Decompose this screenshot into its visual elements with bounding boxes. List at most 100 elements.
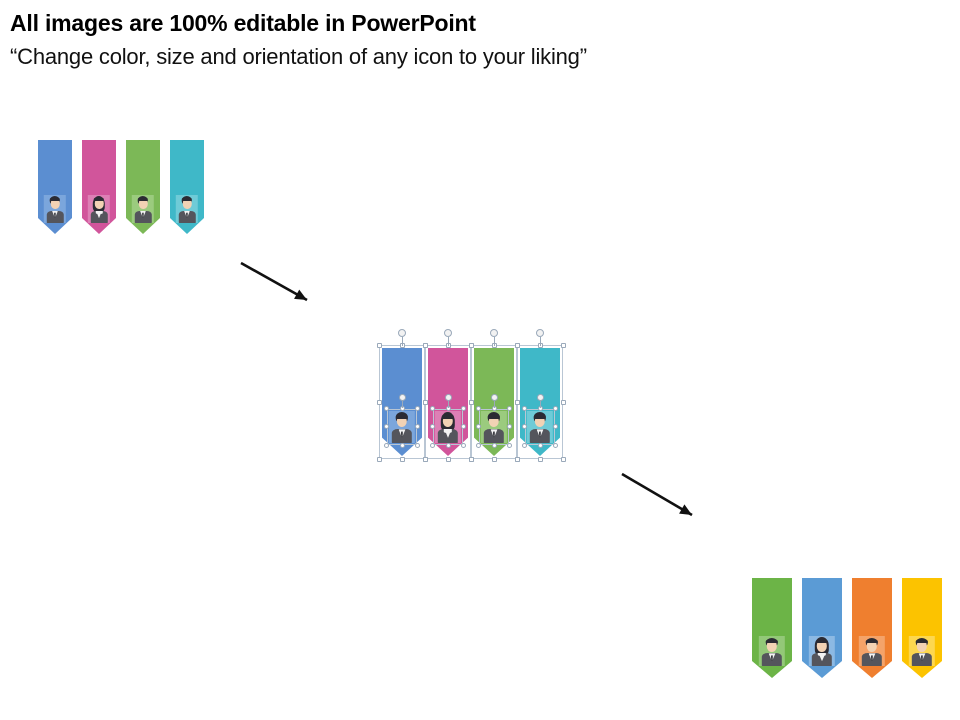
banner-ribbon[interactable]	[422, 329, 474, 462]
avatar-tile[interactable]	[480, 410, 508, 444]
avatar-head	[50, 197, 60, 210]
resize-handle[interactable]	[468, 456, 474, 462]
male-avatar	[481, 411, 507, 443]
page-title: All images are 100% editable in PowerPoi…	[10, 10, 476, 36]
male-avatar	[859, 636, 885, 666]
avatar-resize-handle[interactable]	[537, 442, 543, 448]
avatar-rotation-handle[interactable]	[398, 393, 406, 401]
avatar-tile[interactable]	[175, 194, 199, 223]
avatar-resize-handle[interactable]	[522, 442, 528, 448]
resize-handle[interactable]	[376, 399, 382, 405]
avatar-tile[interactable]	[434, 410, 462, 444]
avatar-fringe	[488, 413, 500, 419]
resize-handle[interactable]	[514, 399, 520, 405]
resize-handle[interactable]	[514, 456, 520, 462]
rotation-handle[interactable]	[444, 329, 452, 337]
rotation-handle[interactable]	[398, 329, 406, 337]
avatar-head	[534, 414, 546, 428]
avatar-head	[488, 414, 500, 428]
avatar-resize-handle[interactable]	[460, 424, 466, 430]
avatar-resize-handle[interactable]	[552, 442, 558, 448]
avatar-resize-handle[interactable]	[384, 424, 390, 430]
male-avatar	[389, 411, 415, 443]
avatar-resize-handle[interactable]	[506, 406, 512, 412]
resize-handle[interactable]	[514, 342, 520, 348]
avatar-rotation-handle[interactable]	[536, 393, 544, 401]
avatar-fringe	[916, 639, 928, 644]
avatar-tile[interactable]	[908, 636, 936, 666]
avatar-tie	[770, 654, 774, 661]
resize-handle[interactable]	[468, 399, 474, 405]
avatar-rotation-handle[interactable]	[444, 393, 452, 401]
resize-handle[interactable]	[445, 456, 451, 462]
male-avatar	[176, 195, 198, 223]
banner-ribbon[interactable]	[38, 140, 72, 234]
banner-group-original[interactable]	[38, 140, 204, 234]
avatar-resize-handle[interactable]	[522, 406, 528, 412]
avatar-head	[138, 197, 148, 210]
resize-handle[interactable]	[537, 456, 543, 462]
avatar-rotation-handle[interactable]	[490, 393, 498, 401]
avatar-resize-handle[interactable]	[460, 406, 466, 412]
avatar-resize-handle[interactable]	[430, 424, 436, 430]
avatar-resize-handle[interactable]	[522, 424, 528, 430]
avatar-resize-handle[interactable]	[506, 442, 512, 448]
avatar-resize-handle[interactable]	[476, 424, 482, 430]
resize-handle[interactable]	[422, 342, 428, 348]
resize-handle[interactable]	[422, 456, 428, 462]
avatar-tile[interactable]	[858, 636, 886, 666]
banner-ribbon[interactable]	[852, 578, 892, 678]
resize-handle[interactable]	[399, 456, 405, 462]
resize-handle[interactable]	[560, 342, 566, 348]
avatar-resize-handle[interactable]	[506, 424, 512, 430]
avatar-resize-handle[interactable]	[414, 442, 420, 448]
rotation-stem	[494, 337, 495, 346]
avatar-head	[916, 639, 928, 652]
resize-handle[interactable]	[468, 342, 474, 348]
resize-handle[interactable]	[422, 399, 428, 405]
avatar-tile[interactable]	[388, 410, 416, 444]
banner-ribbon[interactable]	[752, 578, 792, 678]
avatar-resize-handle[interactable]	[414, 424, 420, 430]
banner-ribbon[interactable]	[802, 578, 842, 678]
resize-handle[interactable]	[491, 456, 497, 462]
banner-group-recolored[interactable]	[752, 578, 942, 678]
avatar-rotation-stem	[448, 400, 449, 408]
banner-group-selected[interactable]	[376, 329, 566, 462]
banner-ribbon[interactable]	[126, 140, 160, 234]
avatar-resize-handle[interactable]	[460, 442, 466, 448]
avatar-resize-handle[interactable]	[384, 442, 390, 448]
avatar-resize-handle[interactable]	[445, 442, 451, 448]
banner-ribbon[interactable]	[468, 329, 520, 462]
avatar-resize-handle[interactable]	[476, 406, 482, 412]
avatar-tile[interactable]	[808, 636, 836, 666]
avatar-resize-handle[interactable]	[399, 442, 405, 448]
avatar-resize-handle[interactable]	[476, 442, 482, 448]
avatar-resize-handle[interactable]	[491, 442, 497, 448]
avatar-resize-handle[interactable]	[430, 406, 436, 412]
resize-handle[interactable]	[376, 342, 382, 348]
avatar-tile[interactable]	[43, 194, 67, 223]
banner-ribbon[interactable]	[82, 140, 116, 234]
banner-ribbon[interactable]	[170, 140, 204, 234]
avatar-head	[766, 639, 778, 652]
avatar-resize-handle[interactable]	[430, 442, 436, 448]
avatar-tile[interactable]	[526, 410, 554, 444]
avatar-resize-handle[interactable]	[384, 406, 390, 412]
avatar-tile[interactable]	[758, 636, 786, 666]
avatar-tie	[400, 431, 404, 438]
avatar-tile[interactable]	[131, 194, 155, 223]
banner-ribbon[interactable]	[514, 329, 566, 462]
avatar-resize-handle[interactable]	[552, 406, 558, 412]
resize-handle[interactable]	[376, 456, 382, 462]
avatar-resize-handle[interactable]	[414, 406, 420, 412]
banner-ribbon[interactable]	[376, 329, 428, 462]
rotation-handle[interactable]	[536, 329, 544, 337]
avatar-tie	[920, 654, 924, 661]
resize-handle[interactable]	[560, 399, 566, 405]
banner-ribbon[interactable]	[902, 578, 942, 678]
resize-handle[interactable]	[560, 456, 566, 462]
avatar-tile[interactable]	[87, 194, 111, 223]
rotation-handle[interactable]	[490, 329, 498, 337]
avatar-resize-handle[interactable]	[552, 424, 558, 430]
